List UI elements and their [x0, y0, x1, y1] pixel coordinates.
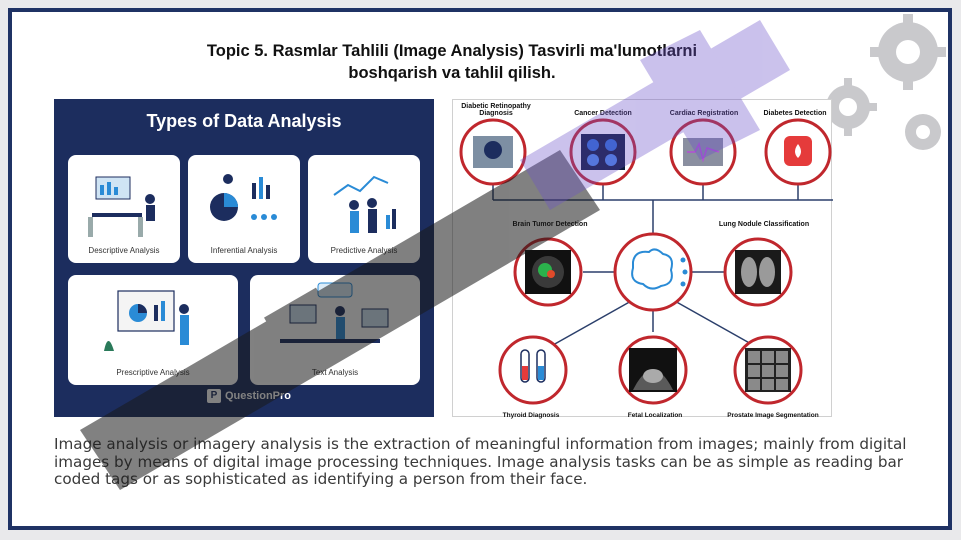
ring-thyroid-icon — [498, 335, 568, 405]
label-lung-nodule: Lung Nodule Classification — [718, 221, 810, 228]
prescriptive-illustration-icon — [104, 290, 189, 351]
label-diabetes: Diabetes Detection — [763, 110, 827, 117]
card-label-inferential: Inferential Analysis — [210, 246, 278, 255]
card-inferential: Inferential Analysis — [188, 155, 300, 263]
questionpro-logo: P QuestionPro — [207, 389, 291, 403]
card-predictive: Predictive Analysis — [308, 155, 420, 263]
slide-title-line1: Topic 5. Rasmlar Tahlili (Image Analysis… — [206, 42, 698, 60]
card-prescriptive: Prescriptive Analysis — [68, 275, 238, 385]
diagram-connectors — [459, 118, 833, 405]
label-thyroid: Thyroid Diagnosis — [502, 412, 560, 419]
ring-cardiac-icon — [669, 118, 737, 186]
label-cancer: Cancer Detection — [574, 110, 632, 117]
slide-frame: Topic 5. Rasmlar Tahlili (Image Analysis… — [8, 8, 952, 530]
label-brain-tumor: Brain Tumor Detection — [512, 221, 588, 228]
ring-lung-nodule-icon — [723, 237, 793, 307]
ring-fetal-icon — [618, 335, 688, 405]
text-analysis-illustration-icon — [280, 282, 389, 343]
card-label-predictive: Predictive Analysis — [330, 246, 398, 255]
card-label-text: Text Analysis — [311, 368, 359, 377]
questionpro-mark: P — [207, 389, 221, 403]
gears-decoration-icon — [819, 14, 946, 150]
predictive-illustration-icon — [333, 175, 396, 233]
medical-image-analysis-diagram: Diabetic Retinopathy Diagnosis Cancer De… — [452, 99, 833, 419]
slide-title-line2: boshqarish va tahlil qilish. — [348, 64, 556, 82]
card-descriptive: Descriptive Analysis — [68, 155, 180, 263]
types-panel-title: Types of Data Analysis — [146, 111, 342, 131]
ring-prostate-icon — [733, 335, 803, 405]
descriptive-illustration-icon — [88, 176, 155, 237]
ring-diabetes-icon — [764, 118, 832, 186]
ring-cancer-icon — [569, 118, 637, 186]
slide-body-text: Image analysis or imagery analysis is th… — [54, 435, 907, 488]
inferential-illustration-icon — [210, 174, 277, 221]
ring-brain-tumor-icon — [513, 237, 583, 307]
slide-title: Topic 5. Rasmlar Tahlili (Image Analysis… — [122, 40, 782, 84]
card-text: Text Analysis — [250, 275, 420, 385]
questionpro-brand: QuestionPro — [225, 390, 292, 402]
label-diabetic-retinopathy: Diabetic Retinopathy Diagnosis — [461, 103, 531, 117]
types-of-data-analysis-image: Types of Data Analysis Descriptive Analy… — [54, 99, 434, 417]
ring-diabetic-retinopathy-icon — [459, 118, 527, 186]
card-label-prescriptive: Prescriptive Analysis — [116, 368, 190, 377]
label-cardiac: Cardiac Registration — [669, 110, 739, 117]
label-fetal: Fetal Localization — [627, 412, 683, 419]
ring-ai-brain-icon — [613, 232, 693, 312]
label-prostate: Prostate Image Segmentation — [727, 412, 819, 419]
card-label-descriptive: Descriptive Analysis — [88, 246, 160, 255]
